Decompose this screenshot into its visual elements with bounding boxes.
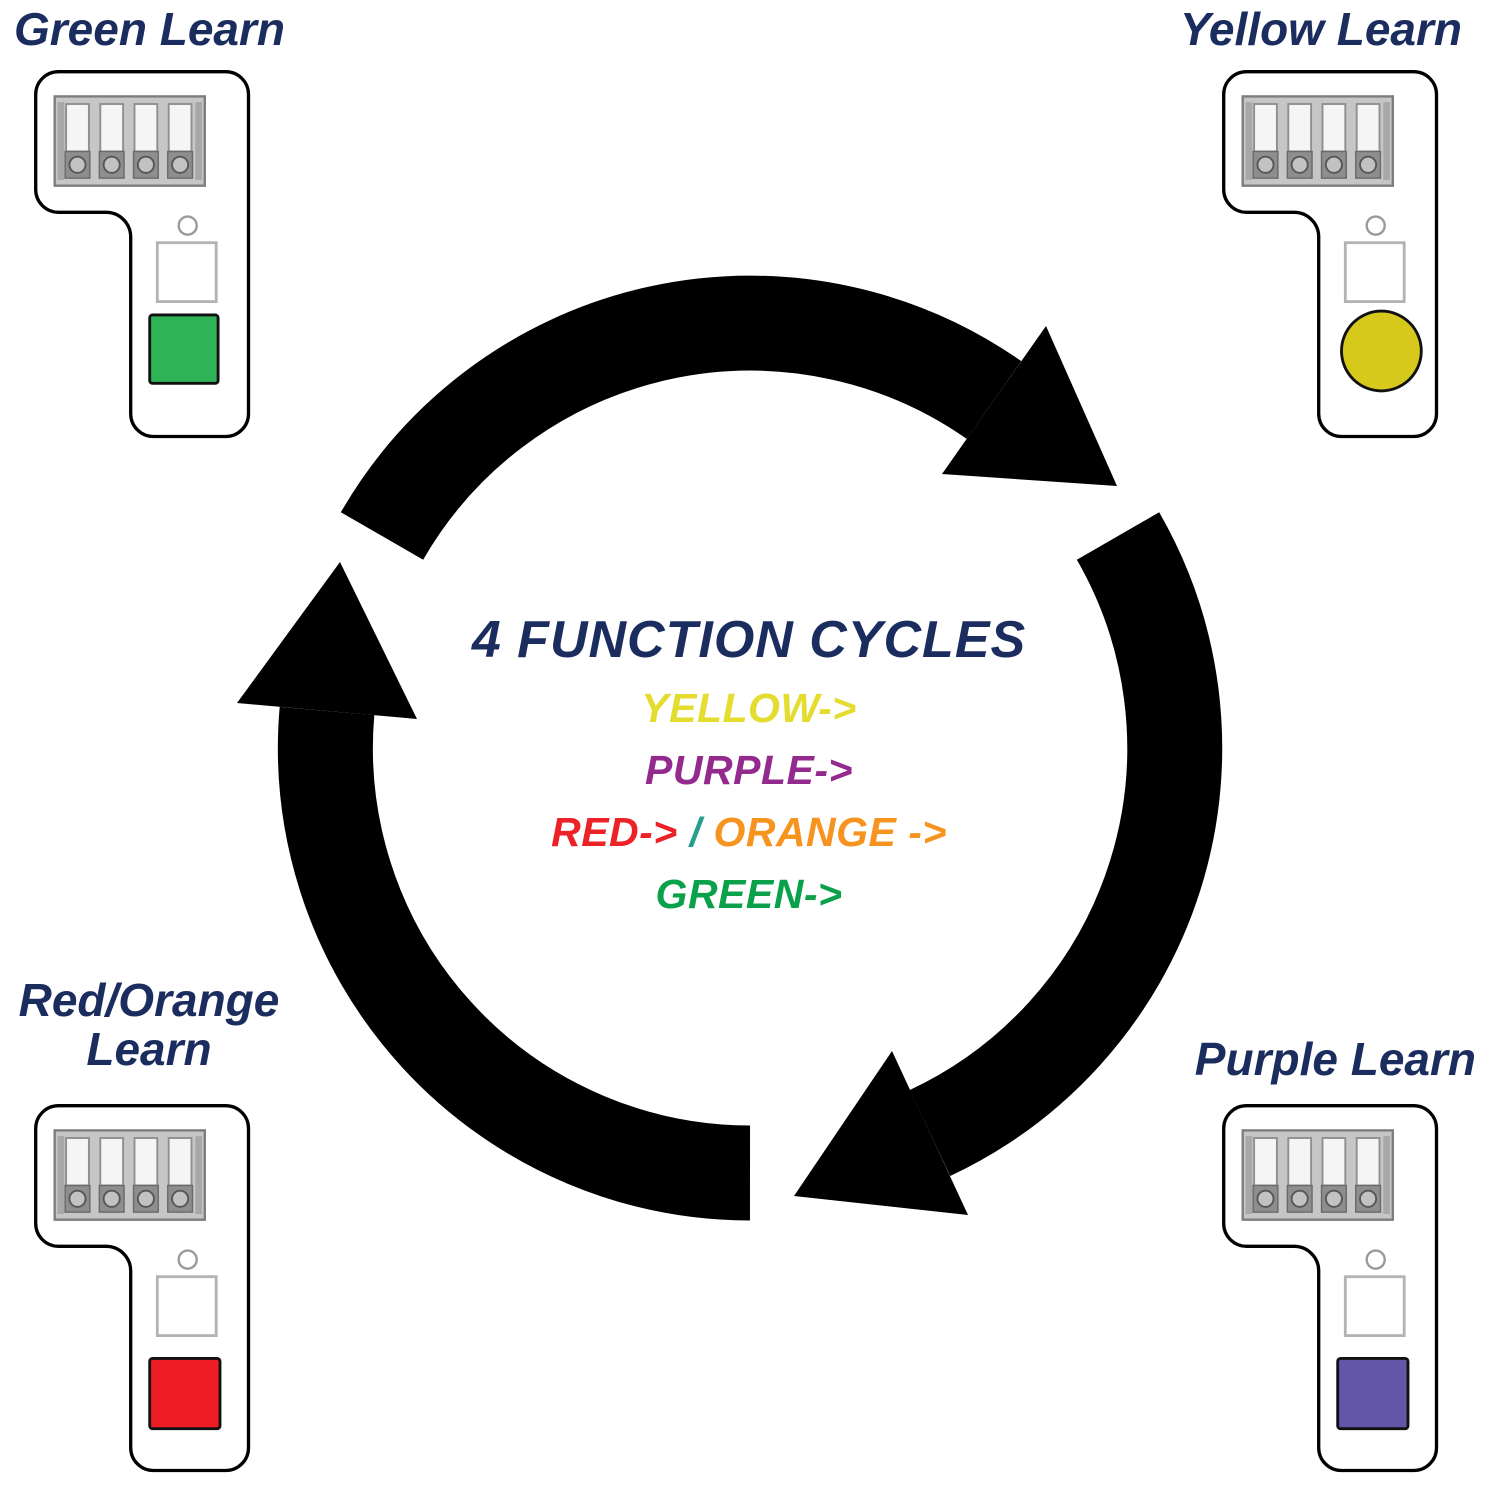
cycle-step-purple: PURPLE-> (645, 747, 853, 793)
device-label-red-orange-line2: Learn (86, 1022, 212, 1075)
cycle-step-slash: / (677, 809, 714, 855)
led-indicator (177, 1249, 198, 1270)
device-label-yellow: Yellow Learn (1179, 3, 1462, 55)
cycle-arrowhead (942, 326, 1117, 486)
led-indicator (1365, 215, 1386, 236)
device-label-green: Green Learn (14, 3, 285, 55)
purple-learn-button (1336, 1356, 1410, 1431)
remote-device-illustration (34, 70, 251, 439)
secondary-button (155, 241, 218, 304)
device-label-red-orange-line1: Red/Orange (18, 974, 280, 1026)
remote-device-illustration (34, 1104, 251, 1473)
device-label-red-orange: Red/Orange Learn (8, 976, 290, 1074)
cycle-arc (277, 706, 751, 1221)
center-caption: 4 FUNCTION CYCLES YELLOW-> PURPLE-> RED-… (299, 610, 1199, 918)
green-learn-button (148, 313, 220, 385)
terminal-block (53, 95, 206, 187)
led-indicator (1365, 1249, 1386, 1270)
secondary-button (155, 1275, 218, 1338)
device-red-orange-learn (30, 1096, 258, 1484)
cycle-line-green: GREEN-> (299, 871, 1199, 918)
cycle-step-yellow: YELLOW-> (641, 685, 857, 731)
cycle-step-orange: ORANGE -> (713, 809, 947, 855)
cycle-line-purple: PURPLE-> (299, 747, 1199, 794)
device-label-purple: Purple Learn (1194, 1033, 1476, 1085)
cycle-step-green: GREEN-> (655, 871, 843, 917)
device-green-learn (30, 62, 258, 450)
cycle-arrowhead (237, 562, 417, 719)
red-learn-button (148, 1356, 222, 1431)
secondary-button (1343, 241, 1406, 304)
remote-device-illustration (1222, 1104, 1439, 1473)
yellow-learn-button (1340, 309, 1423, 393)
cycle-title: 4 FUNCTION CYCLES (471, 611, 1027, 669)
cycle-arc (909, 512, 1223, 1176)
remote-device-illustration (1222, 70, 1439, 439)
cycle-arc (340, 275, 1022, 560)
cycle-step-red: RED-> (551, 809, 678, 855)
cycle-arrows-group (237, 275, 1223, 1221)
device-purple-learn (1218, 1096, 1446, 1484)
cycle-line-yellow: YELLOW-> (299, 685, 1199, 732)
secondary-button (1343, 1275, 1406, 1338)
cycle-line-red-orange: RED-> / ORANGE -> (299, 809, 1199, 856)
terminal-block (1241, 95, 1394, 187)
led-indicator (177, 215, 198, 236)
cycle-arrowhead (794, 1051, 968, 1215)
terminal-block (53, 1129, 206, 1221)
device-yellow-learn (1218, 62, 1446, 450)
terminal-block (1241, 1129, 1394, 1221)
